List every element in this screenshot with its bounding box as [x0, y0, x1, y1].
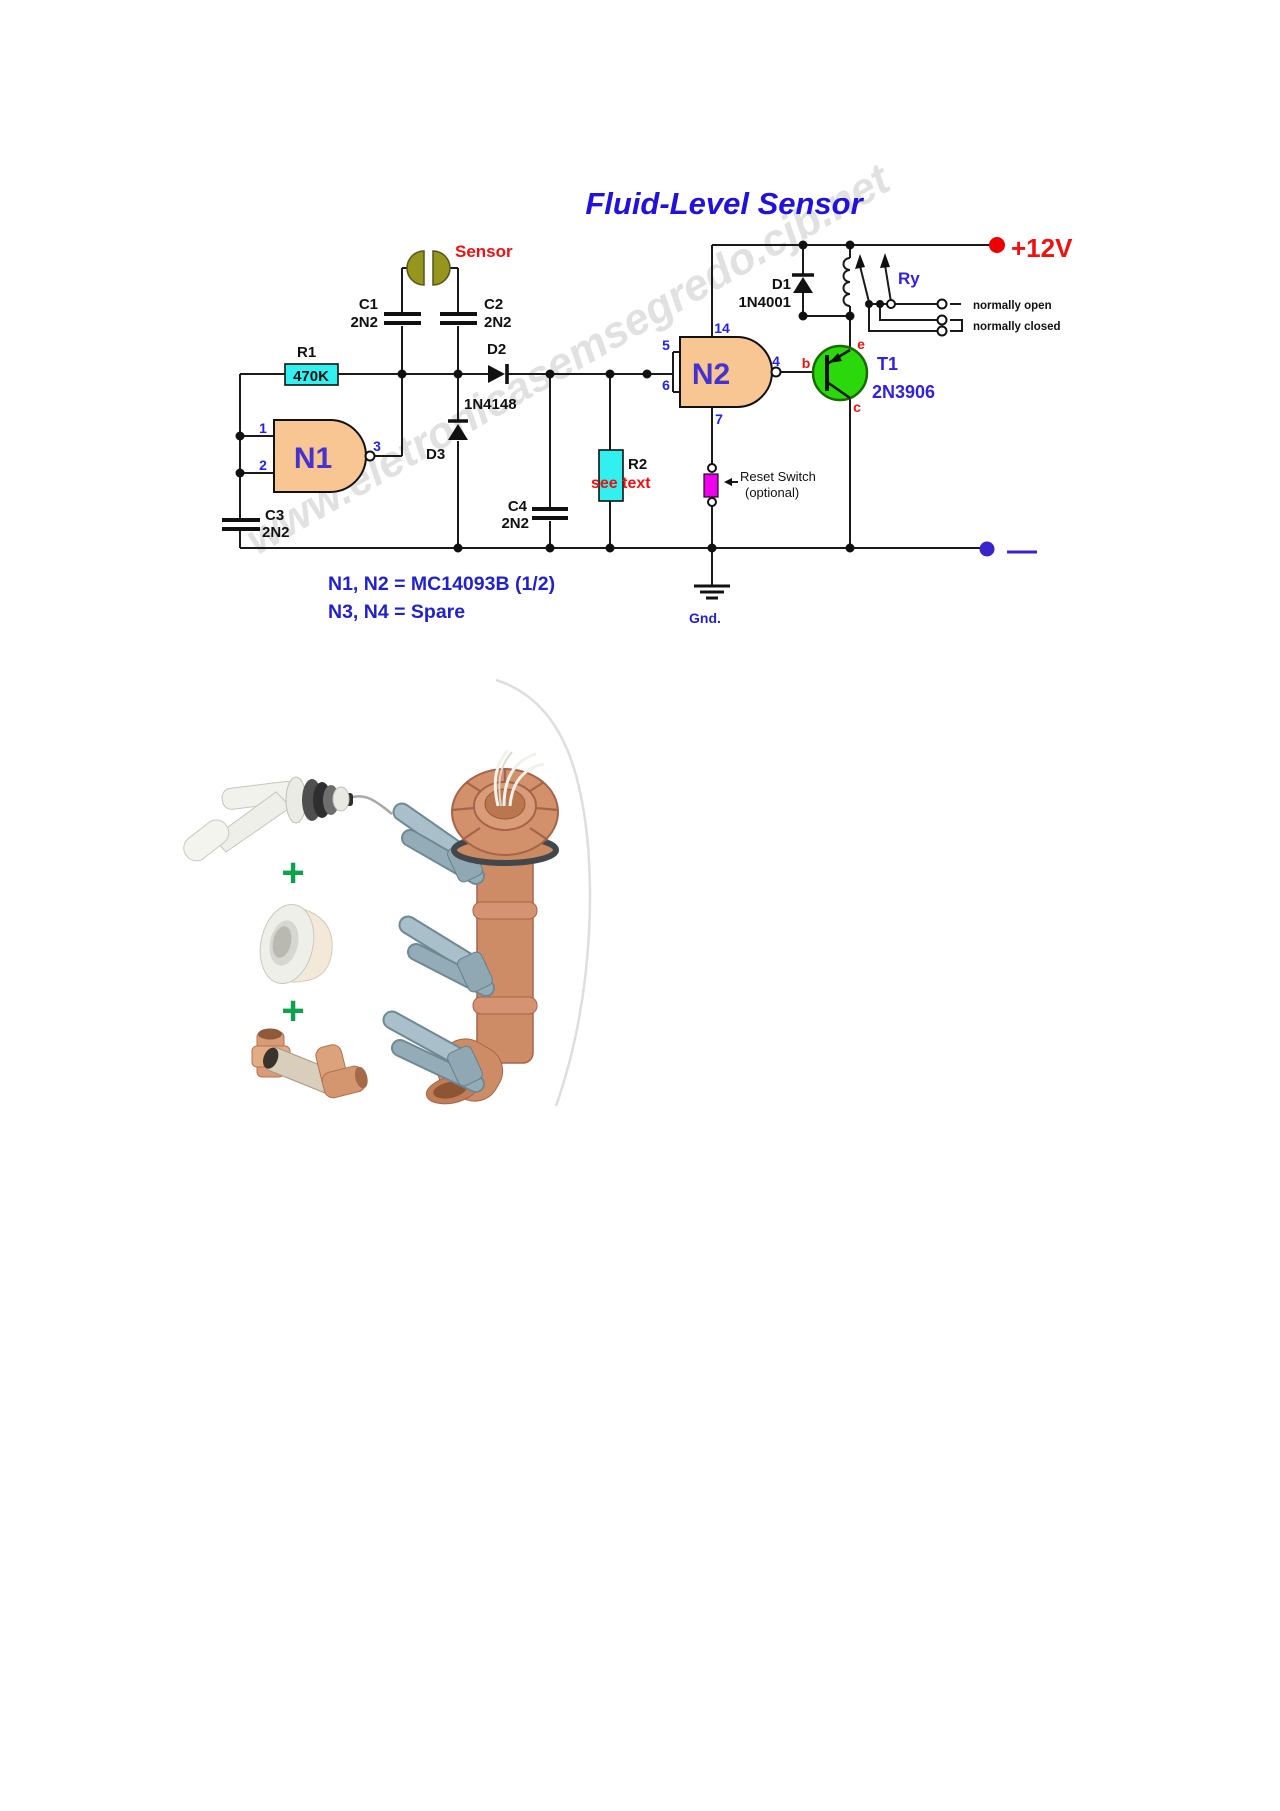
relay-nc-terminal-1: [936, 314, 948, 326]
float: [183, 819, 230, 862]
t1-value: 2N3906: [872, 382, 935, 402]
photo-pvc-fittings: [251, 1028, 368, 1099]
resistor-r2-box: [598, 449, 624, 502]
note-ic: N1, N2 = MC14093B (1/2): [328, 573, 555, 595]
ground-label: Gnd.: [689, 610, 721, 626]
sensor-wires: [493, 749, 545, 807]
d1-ref: D1: [772, 276, 791, 293]
ground-symbol: [694, 584, 730, 600]
n2-pin6: 6: [662, 377, 670, 393]
negative-supply-symbol: —: [1007, 534, 1037, 567]
c2-ref: C2: [484, 296, 503, 313]
schematic: www.eletronicasemsegredo.cjb.net Fluid-L…: [222, 153, 1073, 626]
positive-supply-label: +12V: [1011, 233, 1073, 263]
c4-value: 2N2: [501, 515, 529, 532]
nand-gate-n2: N2: [679, 336, 782, 408]
tank-outline-curve: [495, 678, 592, 1107]
clamp-pair-2: [398, 915, 495, 997]
c1-value: 2N2: [350, 314, 378, 331]
r2-value: see text: [591, 475, 651, 492]
n2-pin14: 14: [714, 320, 730, 336]
n1-pin1: 1: [259, 420, 267, 436]
reset-switch-body: [703, 473, 719, 498]
r1-ref: R1: [297, 344, 316, 361]
reset-switch-note: (optional): [745, 485, 799, 500]
n1-ref: N1: [294, 442, 332, 475]
n2-output-bubble: [770, 366, 782, 378]
fluid-sensor-electrodes: [406, 250, 451, 286]
n2-pin4: 4: [772, 353, 780, 369]
relay-armature: [855, 253, 892, 303]
r1-value: 470K: [293, 368, 329, 385]
c4-ref: C4: [508, 498, 528, 515]
positive-supply-terminal: [989, 237, 1005, 253]
relay-no-label: normally open: [973, 300, 1052, 312]
clamp-pair-3: [382, 1010, 485, 1093]
negative-supply-terminal: [979, 541, 995, 557]
relay-no-terminal: [936, 298, 948, 310]
relay-coil: [842, 257, 851, 307]
diode-d2: [488, 364, 509, 384]
n2-ref: N2: [692, 358, 730, 391]
sensor-electrode-right: [432, 250, 451, 286]
n2-pin7: 7: [715, 411, 723, 427]
n2-pin5: 5: [662, 337, 670, 353]
pnp-emitter-arrow: [829, 353, 842, 363]
relay-nc-terminal-2: [936, 325, 948, 337]
flange-ribs: [451, 770, 559, 841]
t1-collector-label: c: [853, 399, 861, 415]
c3-ref: C3: [265, 507, 284, 524]
photo-float-switch: [183, 776, 393, 862]
nand-gate-n1: N1: [273, 419, 376, 493]
relay-nc-label: normally closed: [973, 321, 1061, 333]
c1-ref: C1: [359, 296, 378, 313]
photo-assembled-sensor: [382, 678, 592, 1107]
float-switch-cable: [346, 795, 393, 815]
resistor-r1-box: [284, 363, 339, 386]
plus-sign-1: +: [281, 851, 304, 895]
n1-pin3: 3: [373, 438, 381, 454]
diode-d3: [448, 419, 468, 440]
sensor-label: Sensor: [455, 242, 513, 261]
r2-ref: R2: [628, 456, 647, 473]
t1-emitter-label: e: [857, 336, 865, 352]
reset-switch: [703, 463, 738, 507]
t1-ref: T1: [877, 354, 898, 374]
relay-ref: Ry: [898, 269, 920, 288]
n1-pin2: 2: [259, 457, 267, 473]
note-spare: N3, N4 = Spare: [328, 601, 465, 623]
c2-value: 2N2: [484, 314, 512, 331]
d2-ref: D2: [487, 341, 506, 358]
photo-threaded-bushing: [259, 904, 333, 984]
d1-value: 1N4001: [738, 294, 791, 311]
circuit-wires: [239, 244, 997, 585]
d3-ref: D3: [426, 446, 445, 463]
construction-photos: + +: [183, 678, 592, 1107]
plus-sign-2: +: [281, 989, 304, 1033]
diode-d1: [792, 273, 814, 293]
schematic-title: Fluid-Level Sensor: [585, 186, 864, 221]
transistor-t1: [811, 344, 869, 402]
t1-base-label: b: [802, 355, 811, 371]
capacitor-plates: [222, 312, 568, 531]
d2-value: 1N4148: [464, 396, 517, 413]
junction-dots: [235, 240, 855, 553]
reset-switch-label: Reset Switch: [740, 469, 816, 484]
sensor-electrode-left: [406, 250, 425, 286]
pvc-pipe: [476, 844, 534, 1064]
n1-output-bubble: [364, 450, 376, 462]
c3-value: 2N2: [262, 524, 290, 541]
relay-common-contact: [886, 299, 896, 309]
